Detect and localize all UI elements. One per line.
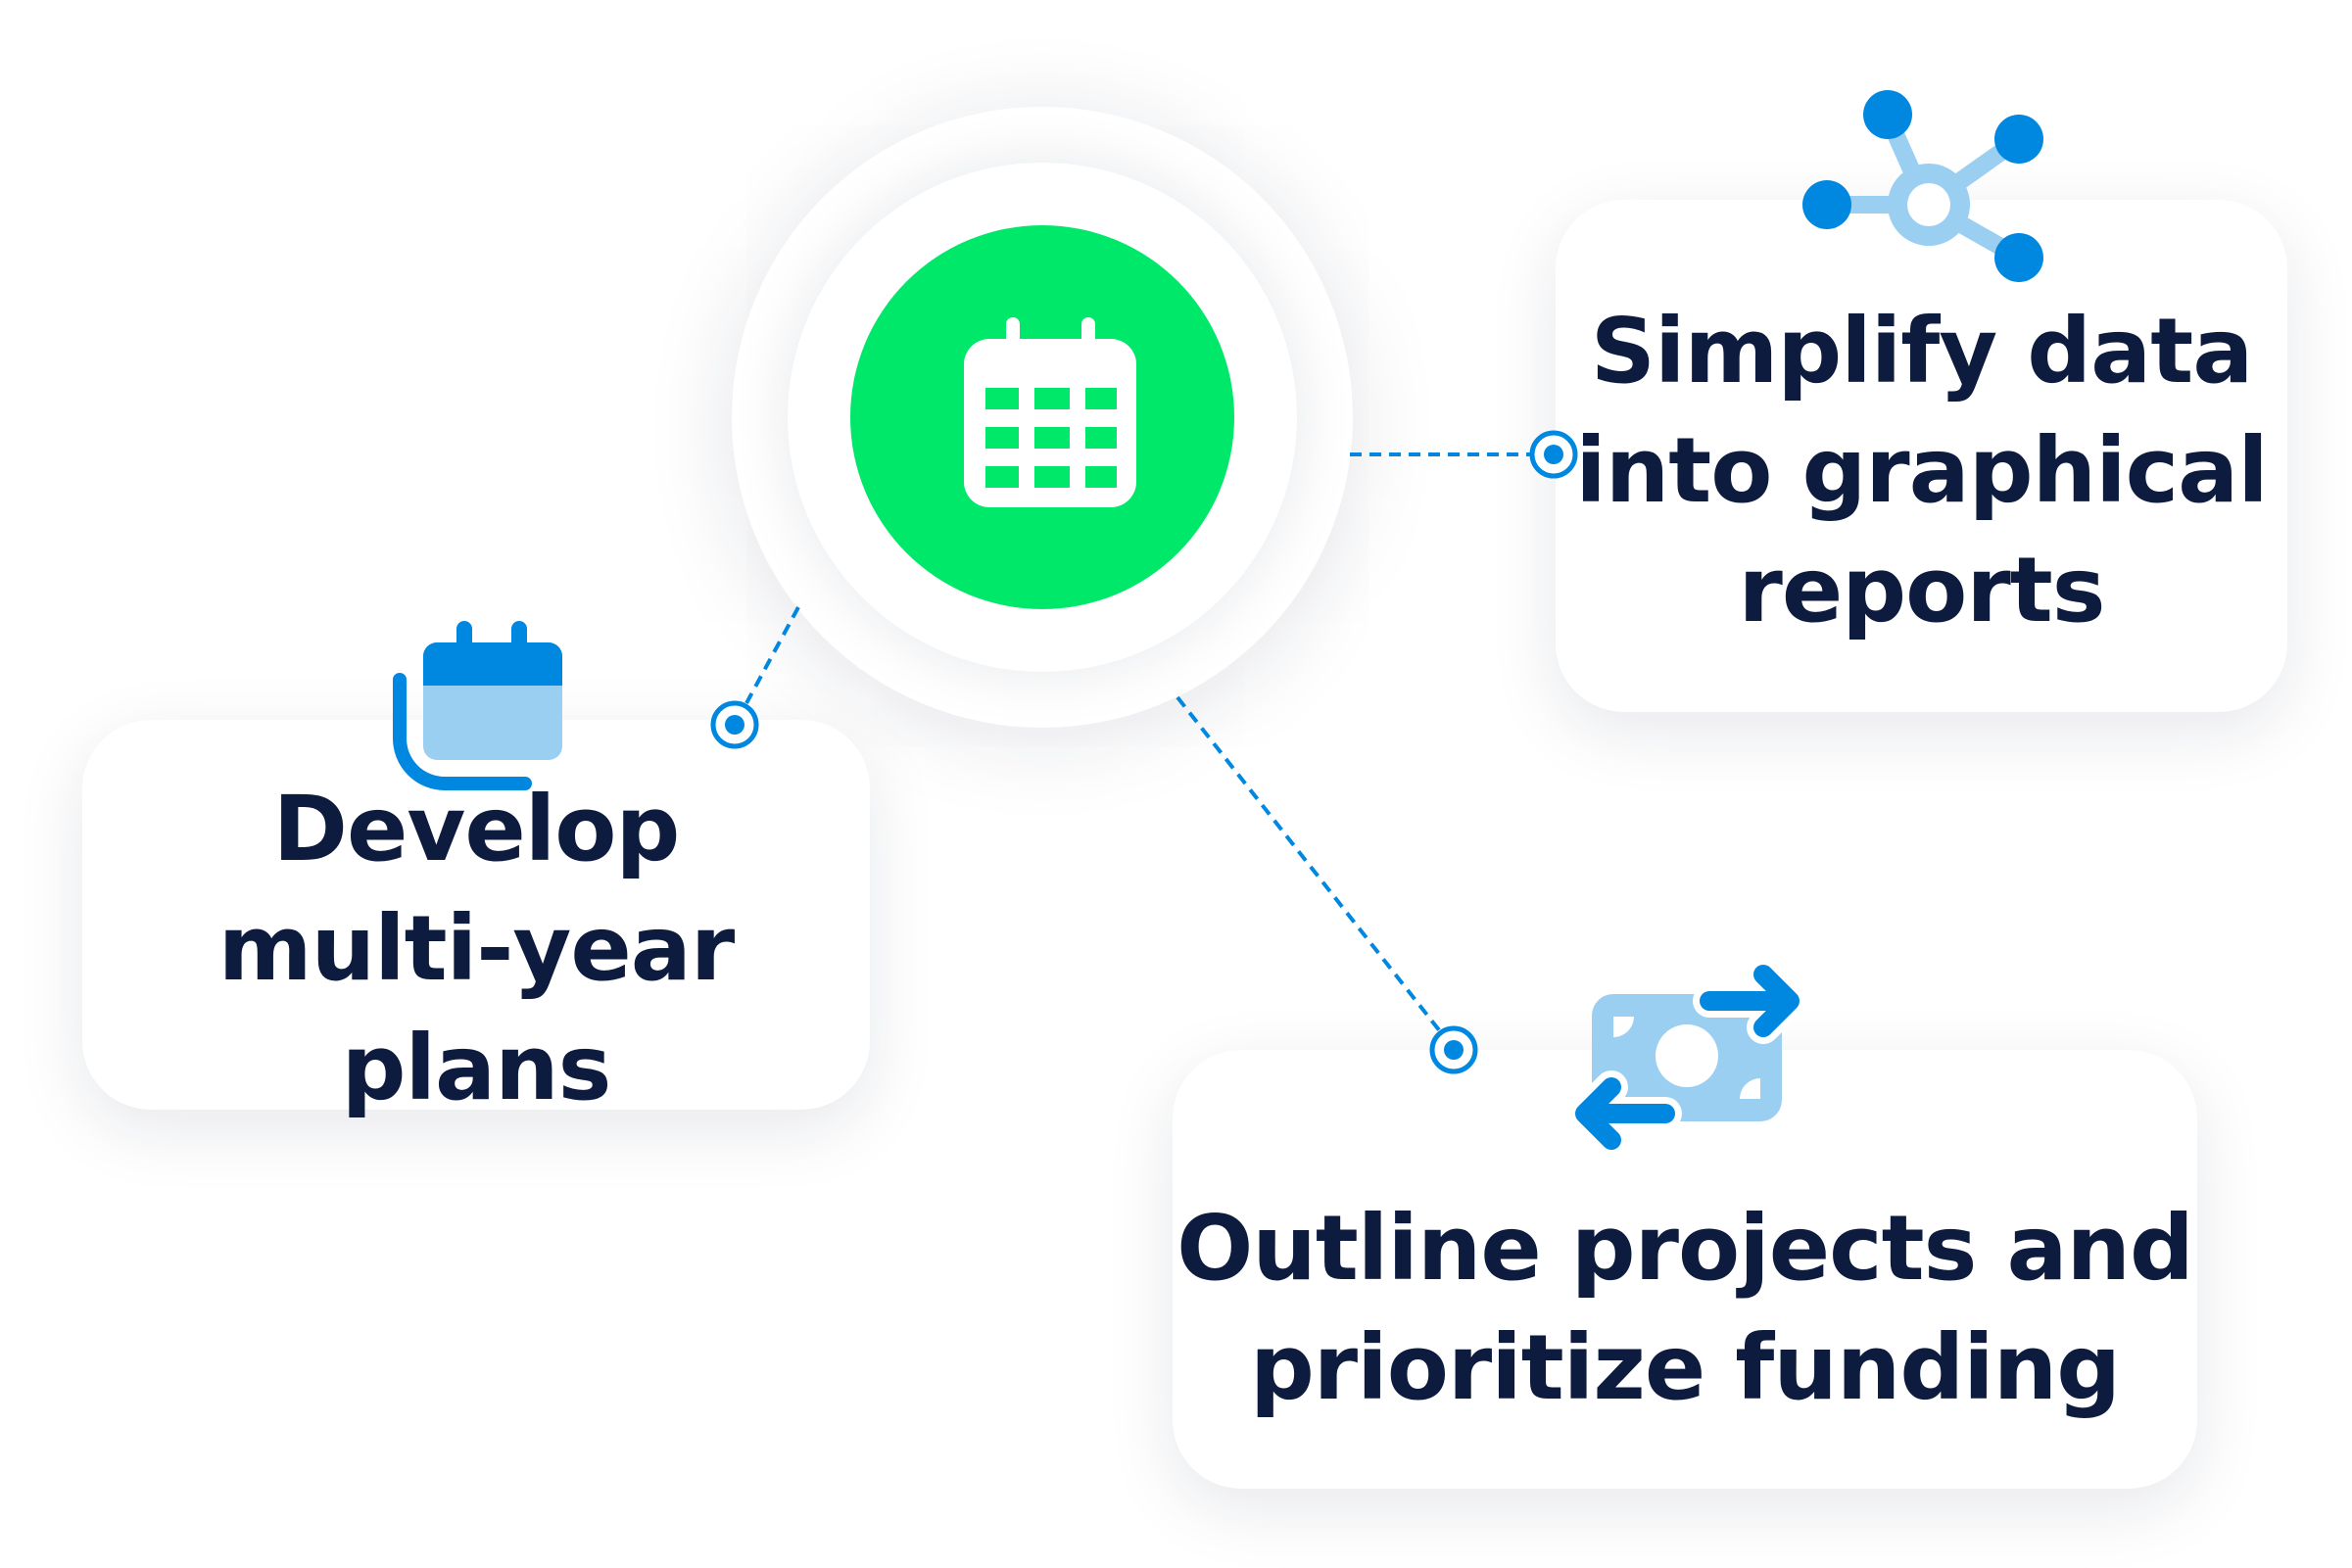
card-text-line: Simplify data (1590, 298, 2254, 404)
network-icon (1802, 90, 2043, 282)
card-text-line: multi-year plans (217, 896, 735, 1120)
card-text-line: into graphical (1575, 417, 2269, 523)
connector-funding (1176, 695, 1442, 1033)
card-funding: Outline projects and prioritize funding (1173, 1050, 2197, 1489)
card-text-line: Outline projects and (1176, 1196, 2194, 1301)
card-reports: Simplify data into graphical reports (1556, 200, 2287, 712)
money-exchange-icon (1568, 958, 1806, 1157)
calendar-icon (964, 317, 1136, 507)
card-text-line: prioritize funding (1249, 1315, 2121, 1420)
connector-dot-reports (1529, 430, 1578, 479)
connector-dot-funding (1429, 1025, 1478, 1074)
connector-plans (744, 606, 800, 704)
card-text-line: Develop (272, 777, 681, 881)
card-plans: Develop multi-year plans (82, 720, 870, 1120)
calendar-stack-icon (393, 621, 562, 790)
card-text-line: reports (1738, 537, 2106, 642)
connector-dot-plans (710, 700, 759, 749)
